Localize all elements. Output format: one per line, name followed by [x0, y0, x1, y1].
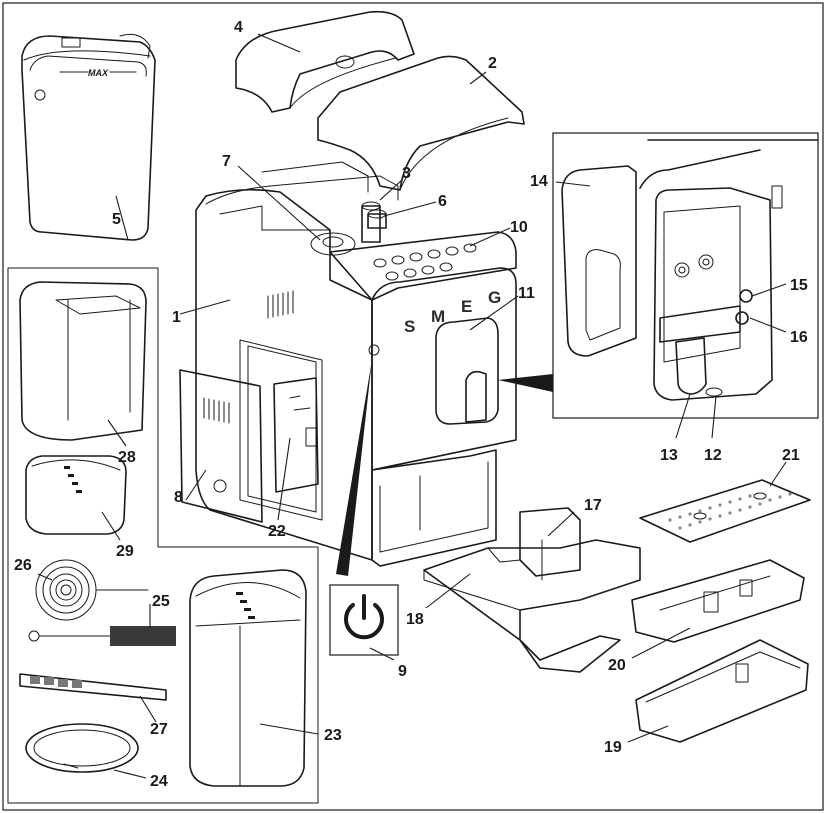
callout-6: 6	[438, 193, 447, 210]
cup-grid	[639, 479, 811, 543]
leader-lines	[37, 33, 787, 779]
tank-max-mark: MAX	[88, 68, 109, 78]
drip-tray	[635, 639, 809, 743]
power-button-detail	[329, 584, 399, 656]
callout-10: 10	[510, 219, 528, 236]
callout-26: 26	[14, 557, 32, 574]
callout-15: 15	[790, 277, 808, 294]
inset-detail	[561, 139, 819, 401]
callout-13: 13	[660, 447, 678, 464]
brew-unit	[273, 377, 319, 493]
milk-jug	[19, 281, 147, 441]
callout-4: 4	[234, 19, 243, 36]
callout-8: 8	[174, 489, 183, 506]
callout-7: 7	[222, 153, 231, 170]
callout-1: 1	[172, 309, 181, 326]
callout-numbers: 1 2 3 4 5 6 7 8 9 10 11 12 13 14 15 16 1…	[14, 19, 808, 790]
callout-12: 12	[704, 447, 722, 464]
accessories-frame	[7, 267, 319, 804]
arrow-left-icon	[712, 312, 734, 324]
callout-22: 22	[268, 523, 286, 540]
power-icon	[344, 594, 384, 640]
milk-container	[189, 569, 307, 787]
callout-2: 2	[488, 55, 497, 72]
callout-3: 3	[402, 165, 411, 182]
brand-letter-m: M	[431, 307, 445, 326]
brand-letter-s: S	[404, 317, 415, 336]
cleaning-brush	[28, 626, 176, 646]
callout-23: 23	[324, 727, 342, 744]
milk-lid	[25, 455, 127, 535]
callout-5: 5	[112, 211, 121, 228]
callout-27: 27	[150, 721, 168, 738]
callout-25: 25	[152, 593, 170, 610]
callout-28: 28	[118, 449, 136, 466]
callout-24: 24	[150, 773, 168, 790]
callout-18: 18	[406, 611, 424, 628]
bean-lid	[235, 10, 415, 113]
brand-letter-e: E	[461, 297, 472, 316]
callout-17: 17	[584, 497, 602, 514]
callout-14: 14	[530, 173, 548, 190]
machine-body: S M E G	[195, 161, 517, 567]
callout-9: 9	[398, 663, 407, 680]
coffee-outlet-top	[361, 201, 381, 243]
coffee-dispenser	[435, 317, 499, 425]
detail-pointer	[498, 374, 553, 392]
drip-tray-chassis	[423, 507, 641, 673]
callout-20: 20	[608, 657, 626, 674]
callout-29: 29	[116, 543, 134, 560]
top-cover	[317, 55, 525, 191]
water-hardness-strip	[19, 673, 167, 701]
brand-letter-g: G	[488, 288, 501, 307]
grounds-container	[631, 559, 805, 643]
callout-11: 11	[518, 285, 535, 302]
power-pointer	[336, 360, 372, 576]
callout-21: 21	[782, 447, 800, 464]
water-tank: MAX	[21, 33, 156, 241]
callout-16: 16	[790, 329, 808, 346]
service-door	[179, 369, 263, 523]
callout-19: 19	[604, 739, 622, 756]
grind-selector-knob	[367, 209, 387, 229]
descaling-coil	[35, 559, 149, 621]
milk-tube	[25, 723, 139, 773]
